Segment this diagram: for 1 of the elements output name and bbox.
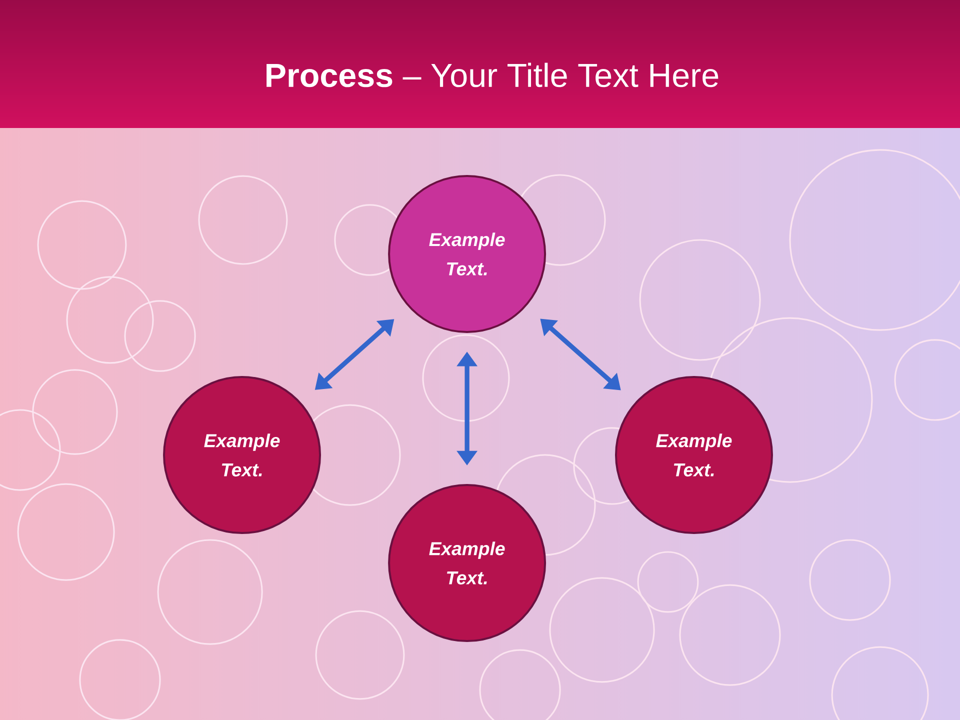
title: Process – Your Title Text Here <box>266 62 718 88</box>
